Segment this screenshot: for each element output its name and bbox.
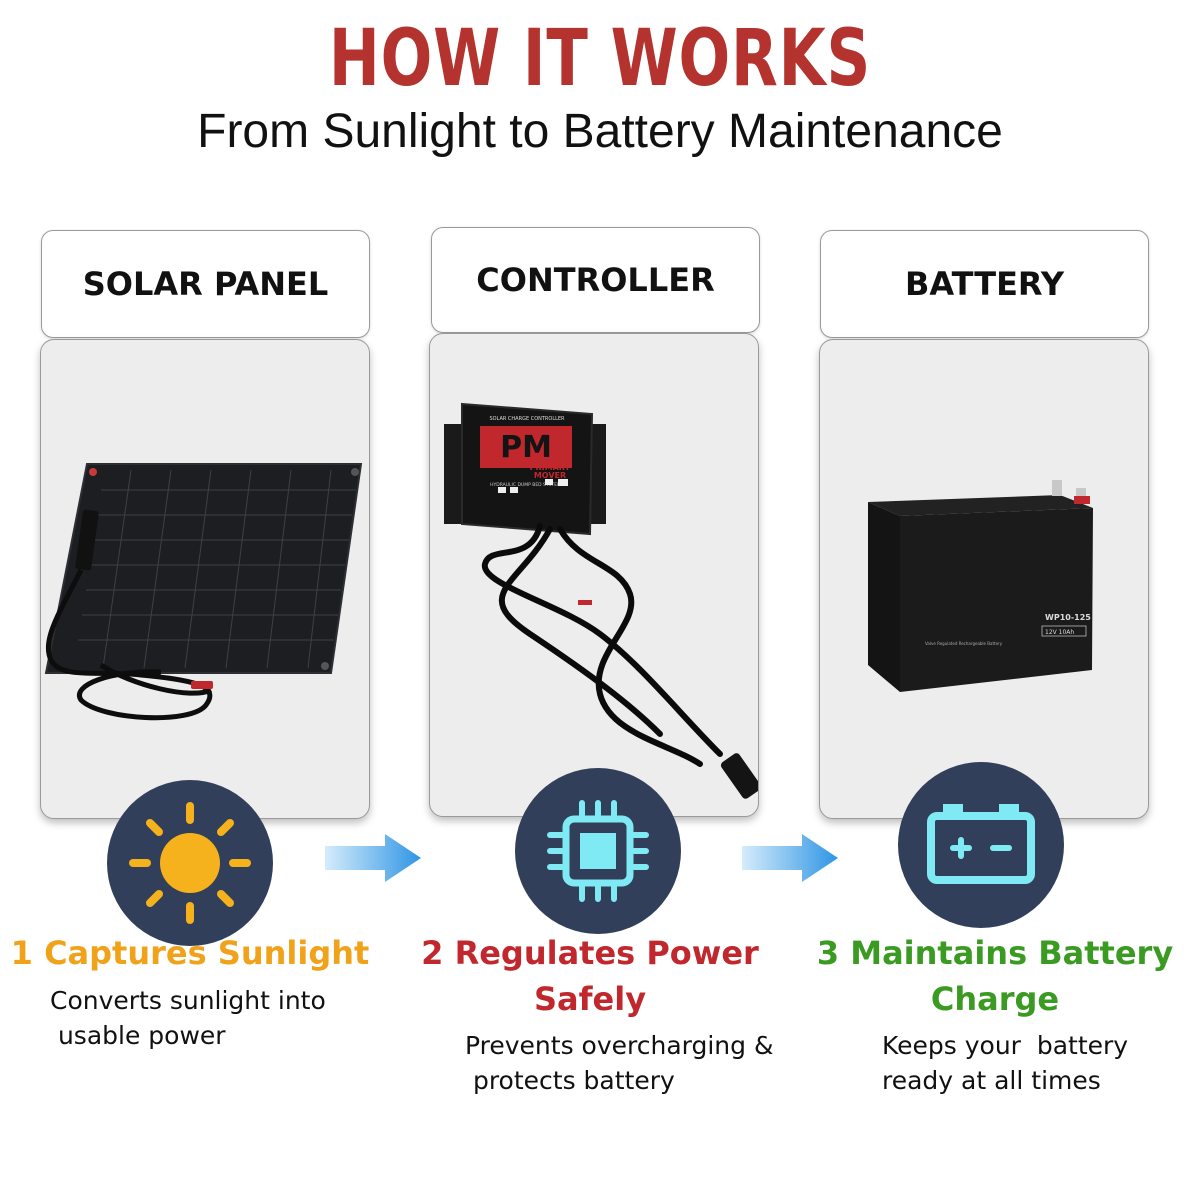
battery-icon [927,804,1035,884]
step-1-desc-line1: Converts sunlight into [50,986,326,1015]
controller-brand-1: PRIMARY [530,463,571,472]
battery-image: WP10-125 12V 10Ah Valve Regulated Rechar… [868,480,1093,692]
sun-icon [129,802,251,924]
battery-fine-print: Valve Regulated Rechargeable Battery [925,641,1003,646]
controller-tagline: HYDRAULIC DUMP BED SYSTEMS [490,482,564,488]
page-title: HOW IT WORKS [328,14,872,104]
card-battery: WP10-125 12V 10Ah Valve Regulated Rechar… [819,339,1149,819]
step-2-title-line2: Safely [533,980,647,1018]
label-solar-panel: SOLAR PANEL [41,230,370,338]
controller-logo: PM [500,430,552,465]
step-3-title-line1: 3 Maintains Battery [816,934,1174,972]
step-3-desc-line1: Keeps your battery [882,1031,1129,1060]
solar-panel-image [44,463,363,721]
step-1-icon-circle [107,780,273,946]
battery-model: WP10-125 [1045,613,1091,622]
page-subtitle: From Sunlight to Battery Maintenance [197,105,1003,158]
label-solar-panel-text: SOLAR PANEL [82,265,329,303]
label-battery: BATTERY [820,230,1149,338]
controller-brand-2: MOVER [534,471,566,480]
step-1-desc-line2: usable power [50,1021,226,1050]
card-controller: PM SOLAR CHARGE CONTROLLER PRIMARY MOVER… [429,333,759,817]
battery-rating: 12V 10Ah [1045,629,1074,636]
controller-image: PM SOLAR CHARGE CONTROLLER PRIMARY MOVER… [444,402,758,799]
step-2-desc-line1: Prevents overcharging & [465,1031,774,1060]
flow-arrow-2 [742,834,838,882]
label-battery-text: BATTERY [905,265,1064,303]
label-controller-text: CONTROLLER [476,261,715,299]
step-2-title-line1: 2 Regulates Power [421,934,759,972]
flow-arrow-1 [325,834,421,882]
step-2-desc-line2: protects battery [465,1066,675,1095]
step-3-desc-line2: ready at all times [882,1066,1101,1095]
card-solar-panel [40,339,370,819]
chip-icon [547,800,649,902]
label-controller: CONTROLLER [431,227,760,333]
step-1-title: 1 Captures Sunlight [10,934,370,972]
controller-header: SOLAR CHARGE CONTROLLER [489,416,565,422]
step-3-title-line2: Charge [930,980,1060,1018]
step-3-icon-circle [898,762,1064,928]
step-2-icon-circle [515,768,681,934]
